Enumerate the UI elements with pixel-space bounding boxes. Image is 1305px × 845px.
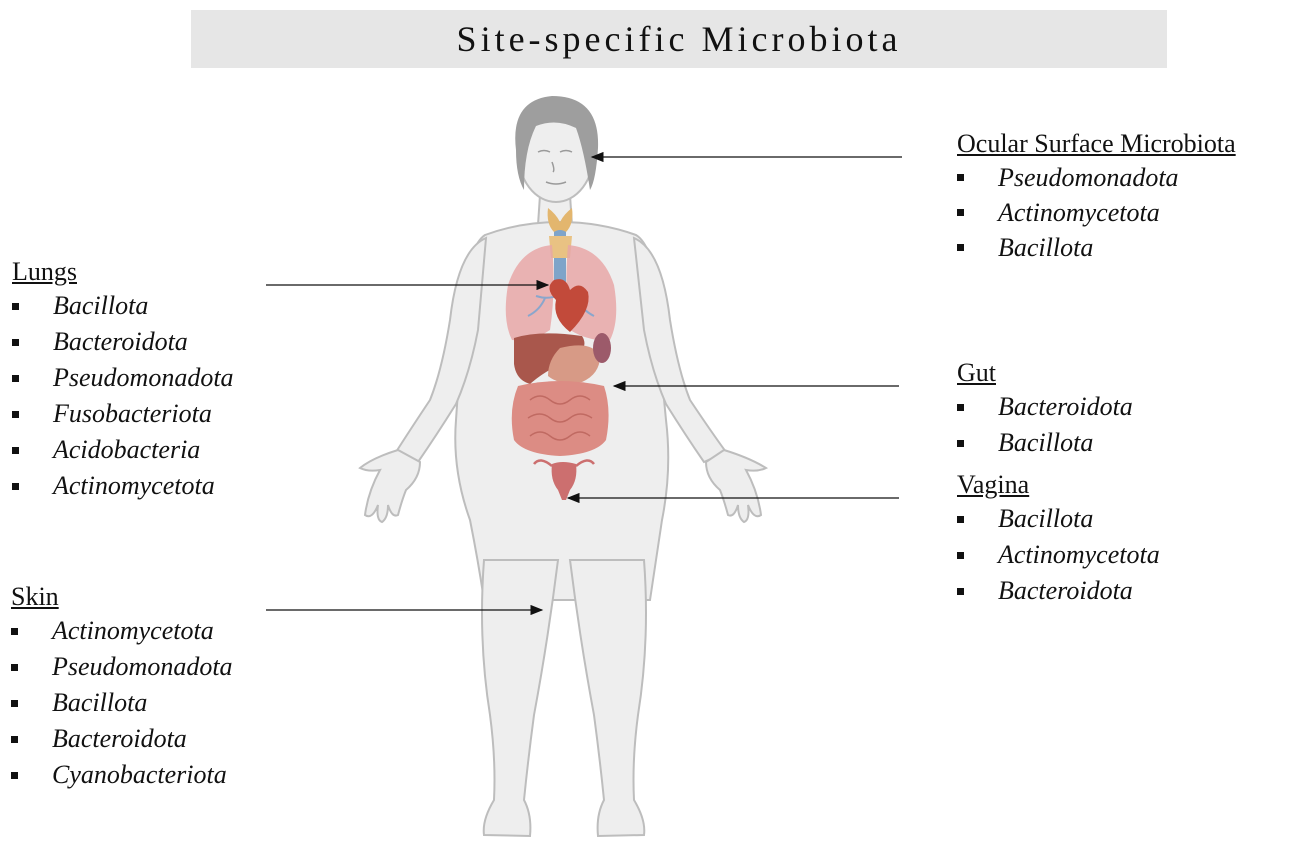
list-item: Bacteroidota xyxy=(957,389,1133,425)
list-item: Bacillota xyxy=(11,685,233,721)
vagina-heading: Vagina xyxy=(957,469,1160,501)
list-item: Fusobacteriota xyxy=(12,396,234,432)
taxon-label: Actinomycetota xyxy=(53,471,215,501)
taxon-label: Actinomycetota xyxy=(998,198,1160,228)
skin-site-group: Skin Actinomycetota Pseudomonadota Bacil… xyxy=(11,581,233,793)
list-item: Bacillota xyxy=(957,425,1133,461)
list-item: Actinomycetota xyxy=(12,468,234,504)
vagina-site-group: Vagina Bacillota Actinomycetota Bacteroi… xyxy=(957,469,1160,609)
square-bullet-icon xyxy=(12,447,19,454)
taxon-label: Bacillota xyxy=(998,233,1093,263)
taxon-label: Bacillota xyxy=(998,428,1093,458)
taxon-label: Pseudomonadota xyxy=(52,652,233,682)
taxon-label: Actinomycetota xyxy=(998,540,1160,570)
square-bullet-icon xyxy=(11,664,18,671)
list-item: Cyanobacteriota xyxy=(11,757,233,793)
taxon-label: Bacillota xyxy=(998,504,1093,534)
square-bullet-icon xyxy=(12,483,19,490)
square-bullet-icon xyxy=(957,404,964,411)
taxon-label: Fusobacteriota xyxy=(53,399,212,429)
square-bullet-icon xyxy=(957,440,964,447)
square-bullet-icon xyxy=(11,628,18,635)
taxon-label: Actinomycetota xyxy=(52,616,214,646)
gut-taxa-list: Bacteroidota Bacillota xyxy=(957,389,1133,461)
gut-site-group: Gut Bacteroidota Bacillota xyxy=(957,357,1133,461)
list-item: Acidobacteria xyxy=(12,432,234,468)
ocular-heading: Ocular Surface Microbiota xyxy=(957,128,1236,160)
list-item: Bacteroidota xyxy=(11,721,233,757)
taxon-label: Bacteroidota xyxy=(53,327,188,357)
taxon-label: Bacteroidota xyxy=(52,724,187,754)
square-bullet-icon xyxy=(957,174,964,181)
square-bullet-icon xyxy=(12,303,19,310)
square-bullet-icon xyxy=(11,700,18,707)
taxon-label: Bacteroidota xyxy=(998,576,1133,606)
taxon-label: Pseudomonadota xyxy=(53,363,234,393)
lungs-site-group: Lungs Bacillota Bacteroidota Pseudomonad… xyxy=(12,256,234,504)
intestine-icon xyxy=(512,381,609,456)
list-item: Bacillota xyxy=(957,230,1236,265)
taxon-label: Cyanobacteriota xyxy=(52,760,227,790)
list-item: Actinomycetota xyxy=(11,613,233,649)
square-bullet-icon xyxy=(957,209,964,216)
list-item: Actinomycetota xyxy=(957,195,1236,230)
ocular-taxa-list: Pseudomonadota Actinomycetota Bacillota xyxy=(957,160,1236,265)
skin-heading: Skin xyxy=(11,581,233,613)
square-bullet-icon xyxy=(11,736,18,743)
square-bullet-icon xyxy=(957,244,964,251)
list-item: Bacteroidota xyxy=(957,573,1160,609)
list-item: Pseudomonadota xyxy=(11,649,233,685)
square-bullet-icon xyxy=(957,516,964,523)
list-item: Bacteroidota xyxy=(12,324,234,360)
list-item: Bacillota xyxy=(957,501,1160,537)
taxon-label: Acidobacteria xyxy=(53,435,200,465)
lungs-heading: Lungs xyxy=(12,256,234,288)
taxon-label: Pseudomonadota xyxy=(998,163,1179,193)
square-bullet-icon xyxy=(12,375,19,382)
list-item: Bacillota xyxy=(12,288,234,324)
list-item: Actinomycetota xyxy=(957,537,1160,573)
list-item: Pseudomonadota xyxy=(12,360,234,396)
ocular-site-group: Ocular Surface Microbiota Pseudomonadota… xyxy=(957,128,1236,265)
square-bullet-icon xyxy=(957,588,964,595)
square-bullet-icon xyxy=(12,411,19,418)
skin-taxa-list: Actinomycetota Pseudomonadota Bacillota … xyxy=(11,613,233,793)
vagina-taxa-list: Bacillota Actinomycetota Bacteroidota xyxy=(957,501,1160,609)
square-bullet-icon xyxy=(957,552,964,559)
square-bullet-icon xyxy=(11,772,18,779)
list-item: Pseudomonadota xyxy=(957,160,1236,195)
taxon-label: Bacillota xyxy=(52,688,147,718)
square-bullet-icon xyxy=(12,339,19,346)
taxon-label: Bacteroidota xyxy=(998,392,1133,422)
spleen-icon xyxy=(593,333,611,363)
gut-heading: Gut xyxy=(957,357,1133,389)
lungs-taxa-list: Bacillota Bacteroidota Pseudomonadota Fu… xyxy=(12,288,234,504)
taxon-label: Bacillota xyxy=(53,291,148,321)
